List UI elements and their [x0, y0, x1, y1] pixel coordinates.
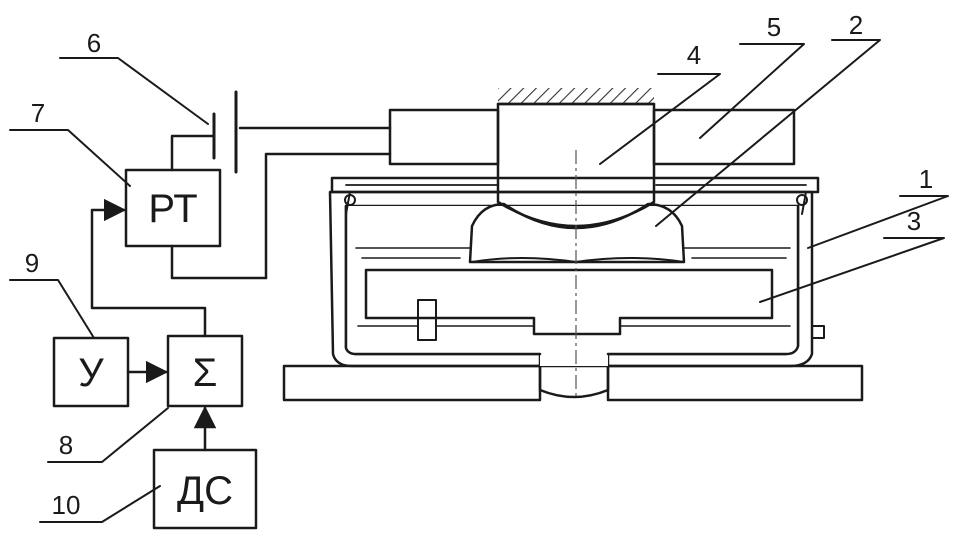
block-y-label: У: [78, 351, 104, 395]
block-ds: ДС: [152, 448, 258, 530]
block-rt-label: РТ: [148, 187, 197, 231]
label-1: 1: [919, 164, 933, 194]
label-7: 7: [31, 98, 45, 128]
label-10: 10: [52, 490, 81, 520]
tool-4: [496, 88, 656, 228]
label-9: 9: [25, 248, 39, 278]
power-source-6: [212, 90, 238, 174]
label-5: 5: [767, 12, 781, 42]
block-y: У: [52, 336, 130, 408]
label-3: 3: [907, 206, 921, 236]
table-3: [357, 268, 791, 341]
block-ds-label: ДС: [177, 469, 233, 513]
block-rt: РТ: [124, 168, 222, 248]
label-8: 8: [59, 430, 73, 460]
label-6: 6: [87, 28, 101, 58]
base-plate: [282, 364, 864, 402]
signal-arrows: [90, 198, 217, 452]
label-2: 2: [849, 10, 863, 40]
part-numbers: 6 7 9 8 10 4 5 2 1 3: [25, 10, 933, 520]
leader-lines: [9, 39, 949, 523]
wiring: [170, 126, 392, 280]
block-sigma: Σ: [166, 334, 244, 408]
coil-5: [388, 108, 796, 166]
label-4: 4: [687, 40, 701, 70]
block-sigma-label: Σ: [193, 351, 218, 395]
housing-1: [328, 176, 825, 368]
